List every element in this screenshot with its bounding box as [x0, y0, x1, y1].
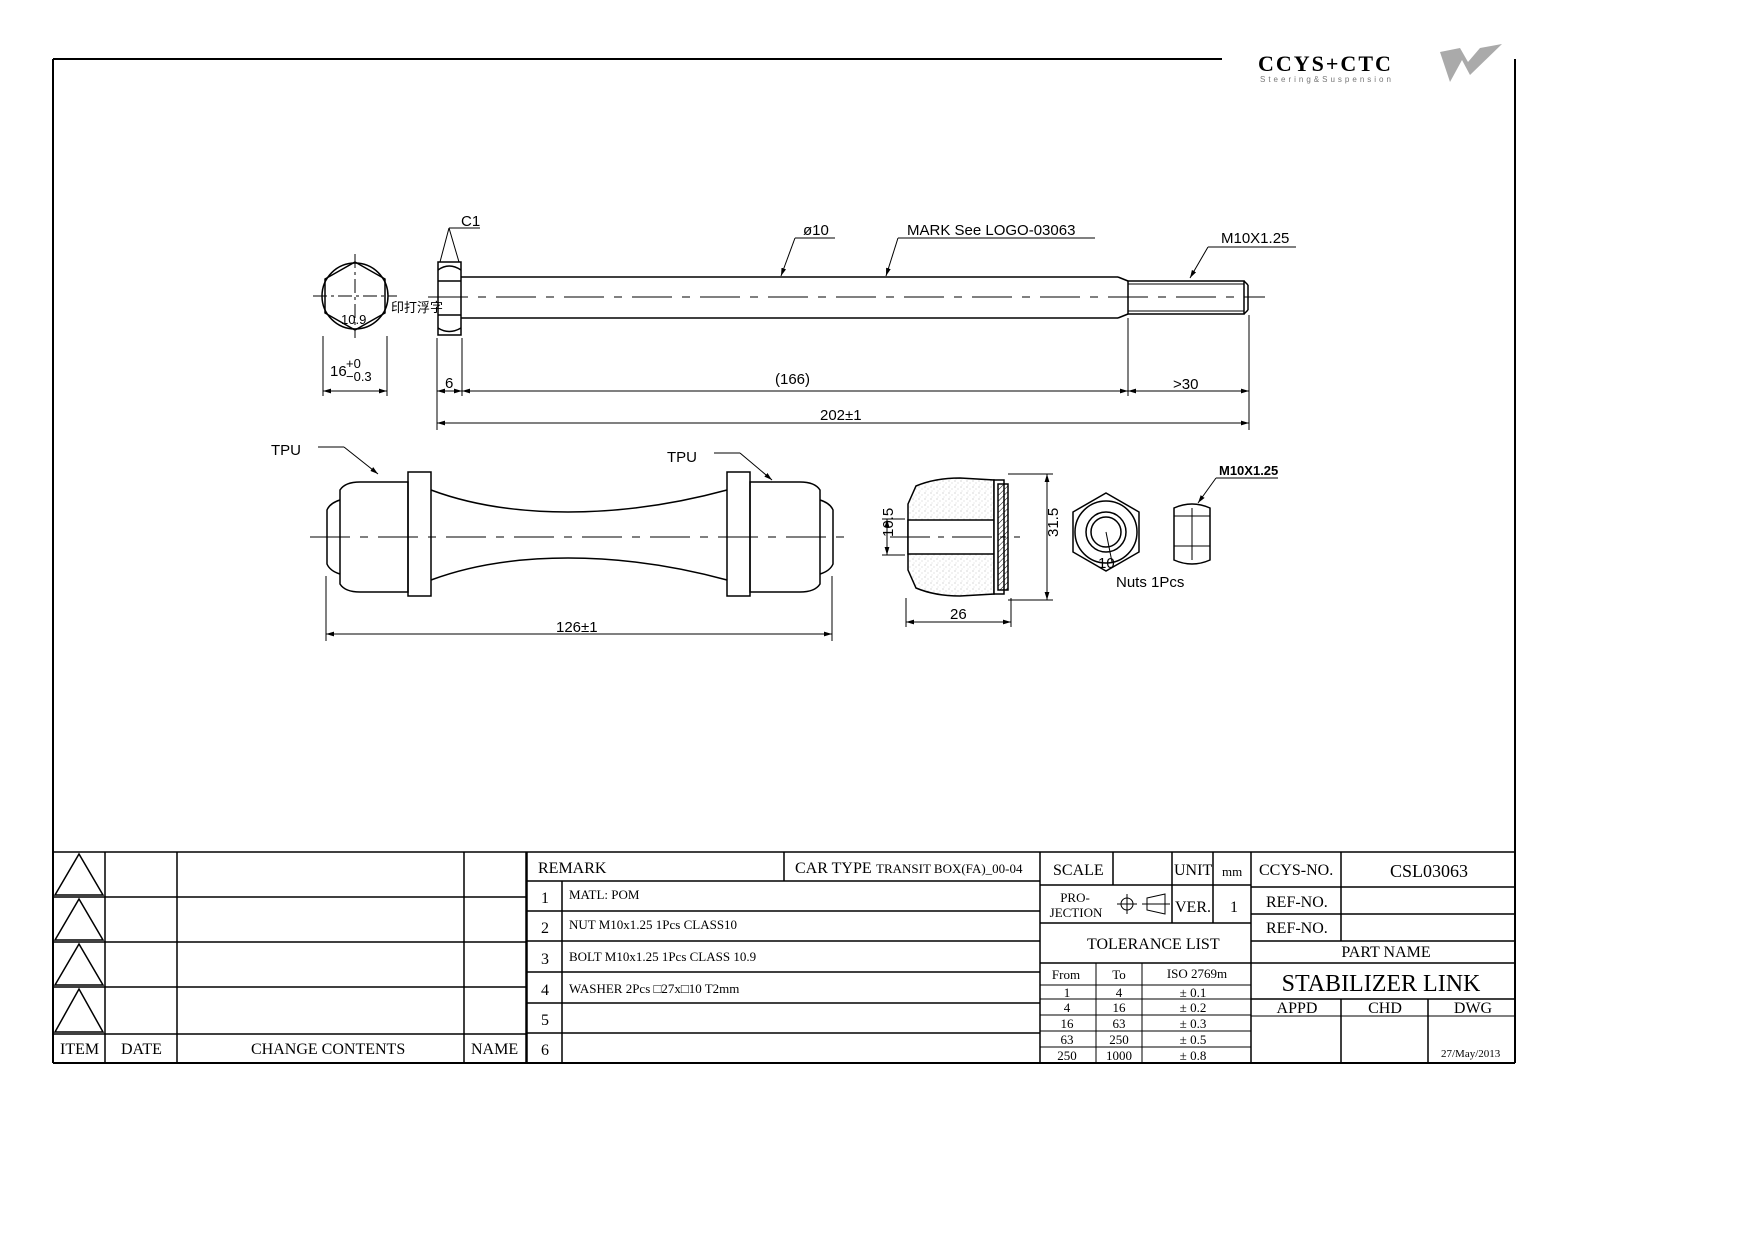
bush-side-view — [310, 446, 850, 641]
tolerance-cell: 250 — [1057, 1048, 1077, 1063]
tolerance-cell: ± 0.2 — [1179, 1000, 1207, 1015]
nut-thread-label: M10X1.25 — [1219, 463, 1278, 478]
bore-diameter-label: 10.5 — [880, 508, 897, 537]
ver-value: 1 — [1230, 899, 1238, 916]
tpu-label-left: TPU — [271, 442, 301, 459]
nut-end-view — [1072, 492, 1140, 572]
remark-text: NUT M10x1.25 1Pcs CLASS10 — [569, 917, 738, 932]
engineering-drawing: CCYS+CTC Steering&Suspension 10.9 印打浮字 1… — [52, 44, 1516, 1064]
logo-swoosh-icon — [1440, 44, 1502, 82]
tolerance-header-to: To — [1112, 967, 1126, 982]
dwg-label: DWG — [1453, 1000, 1493, 1017]
tolerance-cell: 63 — [1112, 1016, 1126, 1031]
nut-hole-label: 10 — [1098, 555, 1115, 572]
cup-washer-section — [882, 473, 1053, 627]
remark-text: WASHER 2Pcs □27x□10 T2mm — [569, 981, 740, 996]
tolerance-cell: 250 — [1109, 1032, 1129, 1047]
head-width-tol-upper: +0 — [346, 356, 361, 371]
drawing-frame — [52, 58, 1516, 1064]
ccys-no-value: CSL03063 — [1389, 861, 1469, 881]
scale-label: SCALE — [1053, 862, 1104, 879]
bolt-end-view — [313, 254, 397, 396]
ref-no-label: REF-NO. — [1266, 894, 1328, 911]
diameter-label: ø10 — [803, 222, 829, 239]
car-type-value: TRANSIT BOX(FA)_00-04 — [876, 861, 1023, 876]
remark-no: 4 — [541, 982, 549, 999]
nut-side-view — [1173, 477, 1278, 565]
chamfer-label: C1 — [461, 213, 480, 230]
part-name-label: PART NAME — [1341, 944, 1431, 961]
cup-length-label: 26 — [950, 606, 967, 623]
tolerance-header-from: From — [1051, 967, 1081, 982]
remark-no: 3 — [541, 951, 549, 968]
nut-label: Nuts 1Pcs — [1116, 574, 1184, 591]
washer-od-label: 31.5 — [1045, 508, 1062, 537]
logo-tagline: Steering&Suspension — [1260, 75, 1394, 84]
part-name-value: STABILIZER LINK — [1281, 971, 1481, 997]
unit-label: UNIT — [1174, 862, 1213, 879]
unit-value: mm — [1222, 864, 1243, 879]
tolerance-cell: ± 0.5 — [1179, 1032, 1207, 1047]
tolerance-cell: ± 0.3 — [1179, 1016, 1207, 1031]
ref-no-label: REF-NO. — [1266, 920, 1328, 937]
tolerance-title: TOLERANCE LIST — [1087, 936, 1220, 953]
tolerance-cell: ± 0.8 — [1179, 1048, 1207, 1063]
col-header-date: DATE — [121, 1041, 162, 1058]
mark-label: MARK See LOGO-03063 — [907, 222, 1075, 239]
tolerance-cell: ± 0.1 — [1179, 985, 1207, 1000]
tolerance-header-iso: ISO 2769m — [1166, 966, 1228, 981]
remark-no: 2 — [541, 920, 549, 937]
remark-text: MATL: POM — [569, 887, 640, 902]
bolt-side-view — [428, 227, 1296, 430]
tolerance-cell: 16 — [1060, 1016, 1074, 1031]
ver-label: VER. — [1175, 899, 1211, 916]
col-header-item: ITEM — [60, 1041, 100, 1058]
projection-label-line1: PRO- — [1060, 890, 1090, 905]
logo-brand: CCYS+CTC — [1258, 51, 1393, 76]
tolerance-cell: 16 — [1112, 1000, 1126, 1015]
thread-length-label: >30 — [1173, 376, 1198, 393]
tolerance-cell: 4 — [1063, 1000, 1071, 1015]
drawing-date: 27/May/2013 — [1441, 1048, 1501, 1060]
head-thickness-label: 6 — [445, 375, 453, 392]
tolerance-cell: 1 — [1063, 985, 1071, 1000]
title-block-grid — [53, 851, 1515, 1063]
thread-label: M10X1.25 — [1221, 230, 1289, 247]
company-logo: CCYS+CTC Steering&Suspension — [1258, 44, 1502, 84]
remark-title: REMARK — [538, 860, 607, 877]
bush-length-label: 126±1 — [556, 619, 598, 636]
head-side-note: 印打浮字 — [391, 300, 443, 315]
col-header-name: NAME — [471, 1041, 519, 1058]
appd-label: APPD — [1276, 1000, 1318, 1017]
shank-length-label: (166) — [775, 371, 810, 388]
col-header-change-contents: CHANGE CONTENTS — [251, 1041, 406, 1058]
projection-label-line2: JECTION — [1049, 905, 1103, 920]
head-width-nominal: 16 — [330, 363, 347, 380]
remark-text: BOLT M10x1.25 1Pcs CLASS 10.9 — [569, 949, 757, 964]
tolerance-cell: 63 — [1060, 1032, 1074, 1047]
remark-no: 1 — [541, 890, 549, 907]
car-type-label: CAR TYPE — [795, 860, 872, 877]
chd-label: CHD — [1368, 1000, 1402, 1017]
head-width-tol-lower: −0.3 — [346, 369, 372, 384]
tolerance-cell: 4 — [1115, 985, 1123, 1000]
remark-no: 5 — [541, 1012, 549, 1029]
overall-length-label: 202±1 — [820, 407, 862, 424]
remark-no: 6 — [541, 1042, 549, 1059]
tpu-label-right: TPU — [667, 449, 697, 466]
ccys-no-label: CCYS-NO. — [1259, 862, 1334, 879]
tolerance-cell: 1000 — [1106, 1048, 1132, 1063]
head-mark-text: 10.9 — [341, 312, 366, 327]
